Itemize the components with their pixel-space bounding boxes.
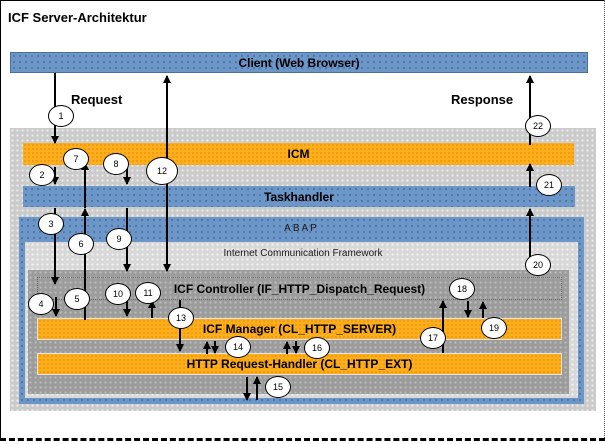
layer-taskhandler: Taskhandler [23,186,575,207]
page-left-border [0,0,1,440]
step-circle-11: 11 [135,282,161,304]
arrow-line [55,297,57,316]
step-circle-12: 12 [146,157,178,185]
arrow-head-down [163,264,171,272]
arrow-head-down [464,310,472,318]
step-circle-16: 16 [304,337,330,359]
arrow-line [529,164,531,187]
arrow-head-down [176,344,184,352]
arrow-line [84,163,86,208]
arrow-line [442,301,444,353]
arrow-head-down [123,264,131,272]
arrow-head-down [243,393,251,401]
step-circle-2: 2 [29,164,55,186]
step-circle-8: 8 [103,153,129,175]
request-label: Request [71,92,123,107]
arrow-head-up [203,341,211,349]
arrow-line [529,76,531,145]
arrow-head-up [479,301,487,309]
arrow-line [126,167,128,184]
arrow-head-down [211,346,219,354]
step-circle-21: 21 [536,174,562,196]
arrow-line [151,301,153,318]
arrow-line [126,298,128,316]
arrow-line [54,208,56,284]
page-top-border [0,0,605,1]
layer-client-web-browser: Client (Web Browser) [10,52,588,73]
step-circle-1: 1 [48,105,74,127]
arrow-line [256,377,258,400]
arrow-head-up [283,341,291,349]
arrow-head-up [439,300,447,308]
icf-framework-label: Internet Communication Framework [223,248,383,259]
step-circle-22: 22 [525,115,551,137]
arrow-head-up [148,300,156,308]
arrow-head-up [526,163,534,171]
arrow-line [246,377,248,400]
step-circle-3: 3 [38,213,64,235]
step-circle-19: 19 [481,317,507,339]
page-bottom-dashed-line [0,438,605,441]
abap-label: ABAP [284,223,319,234]
step-circle-17: 17 [420,327,446,349]
arrow-head-down [51,177,59,185]
diagram-title: ICF Server-Architektur [8,10,147,25]
step-circle-7: 7 [63,148,89,170]
arrow-head-down [51,136,59,144]
arrow-head-down [292,346,300,354]
arrow-head-up [526,75,534,83]
arrow-line [54,167,56,184]
step-circle-5: 5 [64,288,90,310]
arrow-head-down [51,277,59,285]
arrow-head-up [253,376,261,384]
arrow-head-up [81,208,89,216]
step-circle-9: 9 [106,228,132,250]
arrow-head-down [123,309,131,317]
step-circle-20: 20 [525,254,551,276]
step-circle-14: 14 [225,336,251,358]
step-circle-15: 15 [265,376,291,398]
arrow-line [467,301,469,317]
arrow-line [529,209,531,271]
step-circle-6: 6 [68,233,94,255]
arrow-line [482,302,484,318]
arrow-head-down [52,309,60,317]
step-circle-10: 10 [105,283,131,305]
response-label: Response [451,92,514,107]
arrow-head-down [123,177,131,185]
arrow-head-up [163,75,171,83]
step-circle-4: 4 [28,293,54,315]
layer-icf-controller: ICF Controller (IF_HTTP_Dispatch_Request… [37,277,562,300]
step-circle-13: 13 [168,307,194,329]
arrow-head-up [526,208,534,216]
step-circle-18: 18 [449,278,475,300]
